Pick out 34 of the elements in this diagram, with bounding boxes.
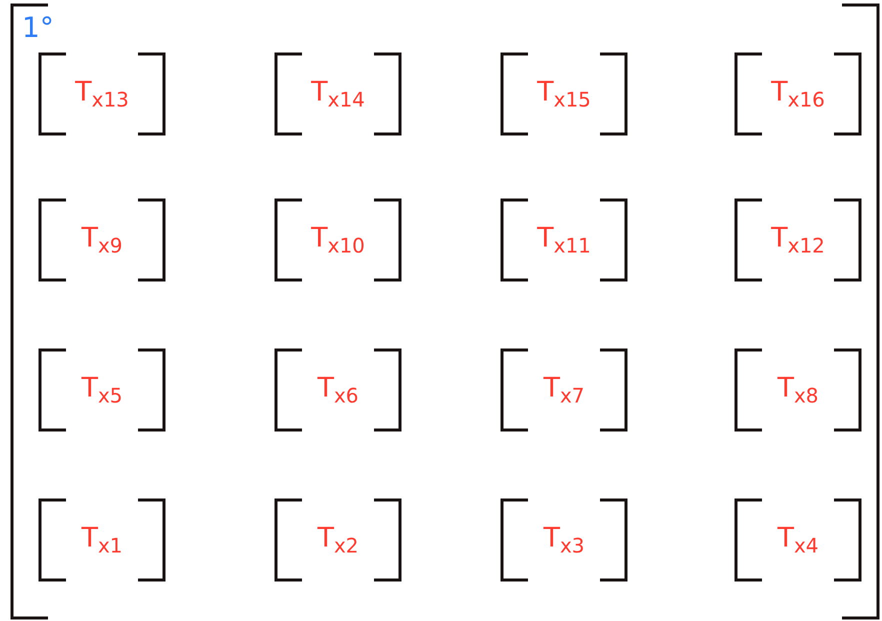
element-bracket <box>276 350 400 430</box>
matrix-entry: T$_{x3}$ <box>543 522 585 558</box>
matrix-entry: T$_{x1}$ <box>81 522 123 558</box>
element-bracket <box>40 500 164 580</box>
matrix-entry: T$_{x5}$ <box>81 372 123 408</box>
element-bracket <box>40 350 164 430</box>
matrix-entry: T$_{x8}$ <box>777 372 819 408</box>
matrix-bracket <box>12 5 878 618</box>
matrix-entry: T$_{x14}$ <box>311 76 365 112</box>
degree-label: 1° <box>22 11 54 44</box>
matrix-entry: T$_{x9}$ <box>81 222 123 258</box>
element-bracket <box>736 200 860 280</box>
element-bracket <box>736 350 860 430</box>
matrix-entry: T$_{x11}$ <box>537 222 591 258</box>
matrix-entry: T$_{x13}$ <box>75 76 129 112</box>
element-bracket <box>736 54 860 134</box>
element-bracket <box>276 500 400 580</box>
matrix-entry: T$_{x10}$ <box>311 222 365 258</box>
element-bracket <box>276 54 400 134</box>
element-bracket <box>502 500 626 580</box>
element-bracket <box>502 350 626 430</box>
element-bracket <box>736 500 860 580</box>
element-bracket <box>276 200 400 280</box>
element-bracket <box>502 200 626 280</box>
element-bracket <box>502 54 626 134</box>
element-bracket <box>40 54 164 134</box>
element-bracket <box>40 200 164 280</box>
matrix-entry: T$_{x12}$ <box>771 222 825 258</box>
matrix-entry: T$_{x2}$ <box>317 522 359 558</box>
matrix-entry: T$_{x15}$ <box>537 76 591 112</box>
matrix-entry: T$_{x4}$ <box>777 522 819 558</box>
matrix-entry: T$_{x6}$ <box>317 372 359 408</box>
matrix-entry: T$_{x16}$ <box>771 76 825 112</box>
matrix-entry: T$_{x7}$ <box>543 372 585 408</box>
